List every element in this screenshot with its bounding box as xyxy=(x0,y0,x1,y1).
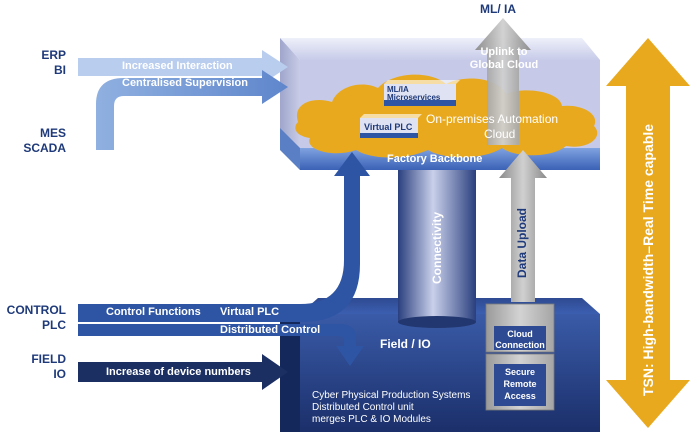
ml-ia-box xyxy=(384,80,460,106)
data-upload-arrow xyxy=(499,150,547,302)
uplink-arrow xyxy=(475,18,531,145)
cloud-connection-line2: Connection xyxy=(495,340,545,350)
distributed-control-arrow xyxy=(78,324,364,366)
cylinder-base xyxy=(398,316,476,328)
uplink-line1: Uplink to xyxy=(480,46,528,58)
server-stack xyxy=(485,303,555,411)
interaction-line1: Increased Interaction xyxy=(122,60,233,72)
cps-line1: Cyber Physical Production Systems xyxy=(312,390,471,401)
secure-line2: Remote xyxy=(503,379,537,389)
connectivity-cylinder xyxy=(398,160,476,328)
control-arrows xyxy=(78,152,370,390)
vplc-box-bar xyxy=(360,133,418,138)
cps-line2: Distributed Control unit xyxy=(312,402,414,413)
erp-label: ERP xyxy=(41,48,66,62)
secure-access-panel xyxy=(494,364,546,406)
vplc-box-label: Virtual PLC xyxy=(364,122,413,132)
control-label: CONTROL xyxy=(6,303,66,317)
device-numbers-text: Increase of device numbers xyxy=(106,366,251,378)
interaction-line2: Centralised Supervision xyxy=(122,77,248,89)
cloud-label-line2: Cloud xyxy=(484,127,516,141)
virtual-plc-box xyxy=(360,114,422,138)
secure-line3: Access xyxy=(504,391,536,401)
cylinder-body xyxy=(398,160,476,322)
io-label: IO xyxy=(53,367,66,381)
backbone-left-face xyxy=(280,128,300,170)
distributed-control-text: Distributed Control xyxy=(220,324,321,336)
tsn-label: TSN: High-bandwidth–Real Time capable xyxy=(640,123,656,396)
ml-box-bar xyxy=(384,100,456,106)
cloud-label-line1: On-premises Automation xyxy=(426,112,559,126)
mes-label: MES xyxy=(39,126,66,140)
tsn-arrow-shape xyxy=(606,38,690,428)
device-numbers-arrow xyxy=(78,354,288,390)
uplink-line2: Global Cloud xyxy=(469,59,539,71)
centralised-supervision-arrow xyxy=(96,70,288,150)
increased-interaction-arrow xyxy=(78,50,288,84)
tsn-double-arrow xyxy=(606,38,690,428)
cloud-connection-panel xyxy=(494,326,546,350)
ml-box-top xyxy=(384,80,460,84)
cps-line3: merges PLC & IO Modules xyxy=(312,414,431,425)
bi-label: BI xyxy=(54,63,66,77)
secure-line1: Secure xyxy=(504,367,536,377)
virtual-plc-arrow-text: Virtual PLC xyxy=(220,306,280,318)
connectivity-label: Connectivity xyxy=(430,211,444,284)
ml-box-line1: ML/IA xyxy=(387,85,409,94)
field-block-left-face xyxy=(280,310,300,432)
ml-ia-top-label: ML/ IA xyxy=(480,2,516,16)
top-block-top-face xyxy=(280,38,600,60)
control-functions-up-arrow xyxy=(78,152,370,322)
ml-box-line2: Microservices xyxy=(387,93,441,102)
scada-label: SCADA xyxy=(23,141,66,155)
field-label: FIELD xyxy=(31,352,66,366)
data-upload-label: Data Upload xyxy=(515,207,529,278)
data-upload-arrow-shape xyxy=(499,150,547,302)
cloud-connection-line1: Cloud xyxy=(507,329,533,339)
vplc-box-top xyxy=(360,114,422,118)
uplink-arrow-shape xyxy=(475,18,531,145)
plc-label: PLC xyxy=(42,318,66,332)
factory-backbone-label: Factory Backbone xyxy=(387,153,483,165)
control-functions-text: Control Functions xyxy=(106,306,201,318)
interaction-arrows xyxy=(78,50,288,150)
field-io-label: Field / IO xyxy=(380,337,431,351)
